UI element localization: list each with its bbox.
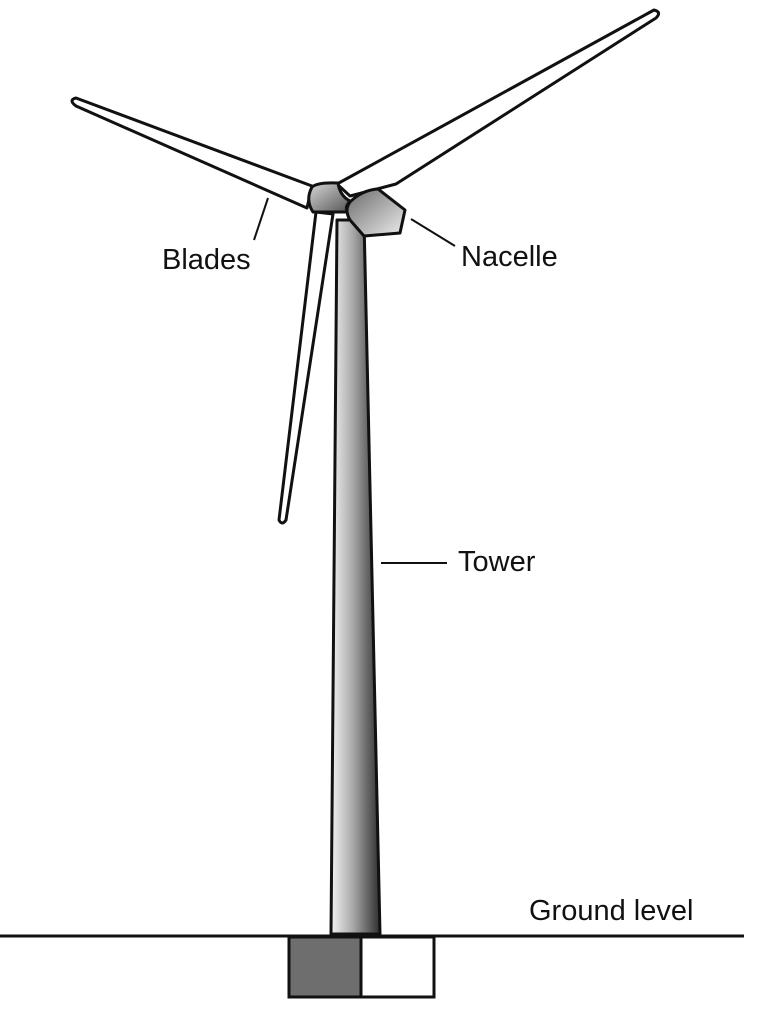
label-nacelle: Nacelle: [461, 241, 558, 273]
blade-upper-right: [335, 8, 661, 198]
foundation: [287, 935, 436, 999]
tower: [329, 218, 382, 936]
nacelle: [345, 187, 407, 238]
label-tower: Tower: [458, 546, 536, 578]
nacelle-leader-line: [410, 218, 456, 247]
label-blades: Blades: [162, 244, 251, 276]
blades-leader-line: [253, 197, 269, 241]
blade-left: [70, 96, 314, 210]
blade-lower: [277, 210, 335, 525]
label-ground-level: Ground level: [529, 895, 694, 927]
